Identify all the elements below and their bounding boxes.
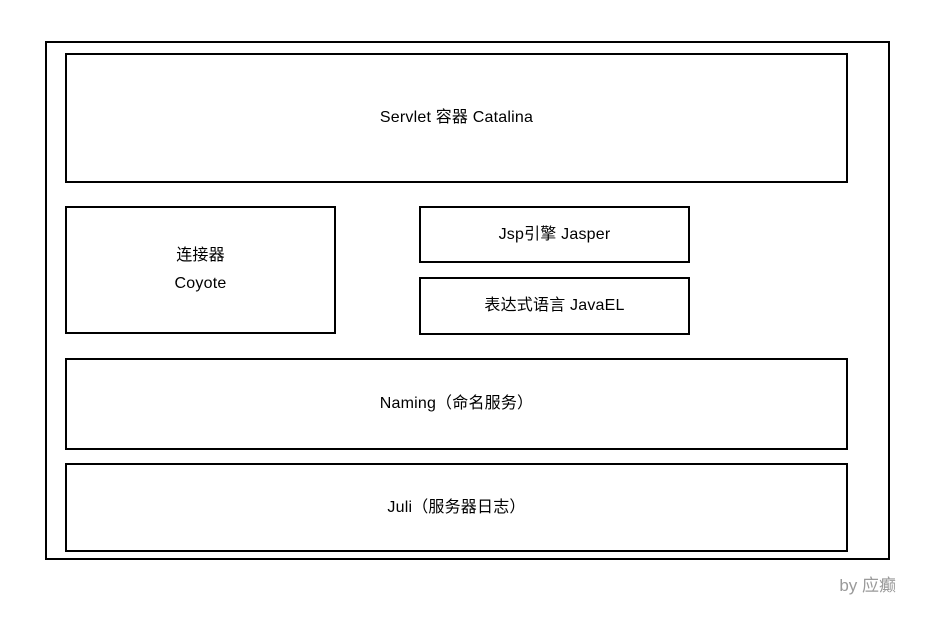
catalina-box: Servlet 容器 Catalina: [65, 53, 848, 183]
naming-label: Naming（命名服务）: [379, 395, 534, 412]
coyote-label-line1: 连接器: [176, 247, 225, 264]
juli-box: Juli（服务器日志）: [65, 463, 848, 552]
coyote-label-line2: Coyote: [174, 275, 227, 292]
footer-credit: by 应癫: [839, 576, 896, 595]
jasper-box: Jsp引擎 Jasper: [419, 206, 690, 263]
coyote-box: 连接器 Coyote: [65, 206, 336, 334]
catalina-label: Servlet 容器 Catalina: [379, 109, 534, 126]
juli-label: Juli（服务器日志）: [387, 498, 526, 516]
javael-box: 表达式语言 JavaEL: [419, 277, 690, 335]
jasper-label: Jsp引擎 Jasper: [498, 225, 611, 243]
naming-box: Naming（命名服务）: [65, 358, 848, 450]
javael-label: 表达式语言 JavaEL: [484, 297, 625, 314]
